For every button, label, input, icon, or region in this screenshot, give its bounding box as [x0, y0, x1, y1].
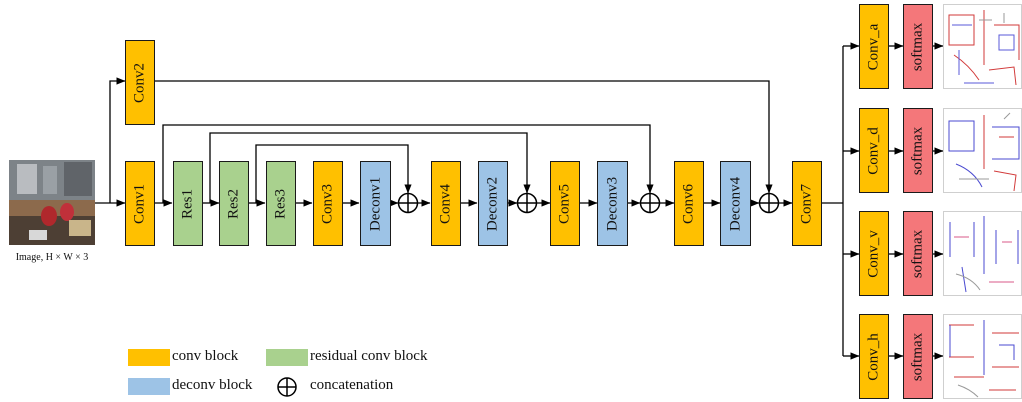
deconv4-label: Deconv4: [727, 176, 743, 231]
legend-deconv-label: deconv block: [172, 377, 253, 393]
conv5-block: Conv5: [550, 161, 580, 246]
legend-residual-label: residual conv block: [310, 348, 428, 364]
res1-block: Res1: [173, 161, 203, 246]
softmax-v-block: softmax: [903, 211, 933, 296]
output-d-map: [943, 108, 1022, 193]
conv-a-block: Conv_a: [859, 4, 889, 89]
concat-node: [758, 192, 780, 214]
legend-concat-icon: [277, 377, 297, 397]
deconv2-block: Deconv2: [478, 161, 508, 246]
conv-v-block: Conv_v: [859, 211, 889, 296]
output-a-map: [943, 4, 1022, 89]
legend-concat-label: concatenation: [310, 377, 394, 393]
conv1-label: Conv1: [131, 183, 148, 224]
output-h-map: [943, 314, 1022, 399]
deconv1-label: Deconv1: [367, 176, 383, 231]
conv3-label: Conv3: [319, 183, 336, 224]
res2-label: Res2: [225, 188, 242, 219]
res2-block: Res2: [219, 161, 249, 246]
conv7-label: Conv7: [798, 183, 815, 224]
input-image: [9, 160, 95, 245]
deconv3-block: Deconv3: [597, 161, 628, 246]
output-v-map: [943, 211, 1022, 296]
res3-block: Res3: [266, 161, 296, 246]
legend-residual-swatch: [266, 349, 308, 366]
conv6-label: Conv6: [680, 183, 697, 224]
softmax-h-block: softmax: [903, 314, 933, 399]
conv-d-label: Conv_d: [865, 126, 882, 175]
conv4-label: Conv4: [437, 183, 454, 224]
softmax-a-label: softmax: [909, 22, 926, 71]
softmax-d-label: softmax: [909, 126, 926, 175]
conv1-block: Conv1: [125, 161, 155, 246]
legend-deconv-swatch: [128, 378, 170, 395]
conv2-label: Conv2: [131, 62, 148, 103]
deconv4-block: Deconv4: [720, 161, 751, 246]
conv4-block: Conv4: [431, 161, 461, 246]
legend-conv-label: conv block: [172, 348, 239, 364]
conv6-block: Conv6: [674, 161, 704, 246]
conv-h-block: Conv_h: [859, 314, 889, 399]
deconv3-label: Deconv3: [604, 176, 620, 231]
conv7-block: Conv7: [792, 161, 822, 246]
legend-conv-swatch: [128, 349, 170, 366]
conv-a-label: Conv_a: [865, 23, 882, 70]
softmax-a-block: softmax: [903, 4, 933, 89]
softmax-h-label: softmax: [909, 332, 926, 381]
softmax-d-block: softmax: [903, 108, 933, 193]
res3-label: Res3: [272, 188, 289, 219]
concat-node: [516, 192, 538, 214]
conv-v-label: Conv_v: [865, 229, 882, 278]
conv-d-block: Conv_d: [859, 108, 889, 193]
conv3-block: Conv3: [313, 161, 343, 246]
softmax-v-label: softmax: [909, 229, 926, 278]
concat-node: [639, 192, 661, 214]
deconv2-label: Deconv2: [484, 176, 501, 231]
concat-node: [397, 192, 419, 214]
conv-h-label: Conv_h: [865, 332, 882, 381]
conv2-block: Conv2: [125, 40, 155, 125]
deconv1-block: Deconv1: [360, 161, 391, 246]
input-caption: Image, H × W × 3: [15, 252, 89, 263]
res1-label: Res1: [179, 188, 196, 219]
conv5-label: Conv5: [556, 183, 573, 224]
